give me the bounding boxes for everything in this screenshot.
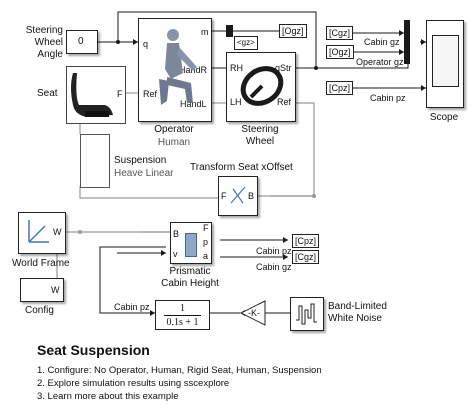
- prismatic-port-a: a: [203, 251, 209, 261]
- signal-operator-gz: Operator gz: [356, 57, 404, 67]
- signal-cabin-gz-top: Cabin gz: [364, 37, 400, 47]
- gain-block[interactable]: [240, 300, 266, 326]
- config-port: W: [51, 285, 60, 295]
- prismatic-block[interactable]: B F p v a: [170, 222, 212, 264]
- noise-label: Band-Limited White Noise: [328, 301, 387, 324]
- seat-block[interactable]: F: [66, 66, 126, 124]
- signal-cabin-pz-top: Cabin pz: [370, 93, 406, 103]
- transform-port-b: B: [248, 191, 255, 201]
- human-figure-icon: [159, 29, 197, 105]
- suspension-block[interactable]: [80, 134, 110, 188]
- suspension-sublabel: Heave Linear: [114, 168, 174, 179]
- steering-port-qstr: qStr: [275, 63, 292, 73]
- world-frame-label: World Frame: [12, 258, 70, 269]
- operator-block[interactable]: q m HandR Ref HandL: [138, 18, 212, 122]
- suspension-label: Suspension: [114, 155, 167, 166]
- steering-angle-label: Steering Wheel Angle: [25, 25, 63, 60]
- operator-sublabel: Human: [157, 137, 191, 148]
- steering-port-lh: LH: [230, 97, 242, 107]
- cgz-from-tag[interactable]: [Cgz]: [326, 26, 354, 40]
- transform-label: Transform Seat xOffset: [190, 162, 293, 173]
- world-frame-block[interactable]: W: [18, 212, 66, 254]
- prismatic-port-v: v: [173, 249, 178, 259]
- prismatic-port-p: p: [203, 237, 209, 247]
- config-block[interactable]: W: [20, 278, 64, 302]
- prismatic-port-f: F: [203, 223, 209, 233]
- cgz-goto-tag[interactable]: [Cgz]: [292, 250, 320, 264]
- seat-icon: [71, 73, 113, 117]
- operator-port-handl: HandL: [180, 99, 207, 109]
- scope-label: Scope: [429, 112, 459, 123]
- operator-port-q: q: [143, 39, 149, 49]
- signal-cabin-gz-mid: Cabin gz: [256, 262, 292, 272]
- prismatic-port-b: B: [173, 229, 180, 239]
- transform-port-f: F: [221, 191, 227, 201]
- tf-denominator: 0.1s + 1: [166, 317, 199, 328]
- tf-numerator: 1: [180, 303, 185, 314]
- transform-block[interactable]: F B: [218, 176, 258, 216]
- transfer-function-block[interactable]: 1 0.1s + 1: [155, 300, 210, 330]
- noise-signal-icon: [296, 303, 317, 325]
- ogz-goto-tag[interactable]: [Ogz]: [279, 24, 307, 38]
- steering-angle-constant[interactable]: 0: [66, 30, 98, 54]
- signal-cabin-pz-bottom: Cabin pz: [114, 302, 150, 312]
- config-label: Config: [25, 305, 54, 316]
- scope-screen: [432, 35, 459, 87]
- tf-divider: [164, 315, 201, 316]
- steering-port-ref: Ref: [277, 97, 292, 107]
- cpz-from-tag[interactable]: [Cpz]: [326, 81, 354, 95]
- model-title: Seat Suspension: [37, 342, 150, 358]
- gz-from-tag[interactable]: <gz>: [234, 36, 258, 50]
- world-frame-port: W: [53, 227, 62, 237]
- world-frame-icon: [28, 220, 49, 243]
- operator-port-ref: Ref: [143, 89, 158, 99]
- seat-label: Seat: [37, 88, 58, 99]
- cpz-goto-tag[interactable]: [Cpz]: [292, 234, 320, 248]
- gain-label: -K-: [248, 308, 260, 318]
- signal-cabin-pz-mid: Cabin pz: [256, 246, 292, 256]
- description-item-2: 2. Explore simulation results using ssce…: [37, 378, 230, 389]
- operator-port-m: m: [201, 27, 209, 37]
- steering-port-rh: RH: [230, 63, 243, 73]
- constant-value: 0: [78, 36, 84, 47]
- steering-wheel-icon: [240, 66, 284, 106]
- description-item-3: 3. Learn more about this example: [37, 391, 179, 402]
- prismatic-body-icon: [185, 233, 197, 257]
- operator-label: Operator: [154, 124, 194, 135]
- prismatic-label: Prismatic Cabin Height: [161, 266, 219, 289]
- frame-transform-icon: [230, 186, 246, 204]
- steering-wheel-block[interactable]: RH qStr LH Ref: [226, 52, 296, 122]
- ogz-from-tag[interactable]: [Ogz]: [326, 45, 354, 59]
- description-item-1: 1. Configure: No Operator, Human, Rigid …: [37, 365, 322, 376]
- seat-port-f: F: [117, 89, 123, 99]
- steering-wheel-label: Steering Wheel: [241, 124, 279, 147]
- noise-block[interactable]: [290, 297, 324, 331]
- scope-block[interactable]: [426, 20, 464, 108]
